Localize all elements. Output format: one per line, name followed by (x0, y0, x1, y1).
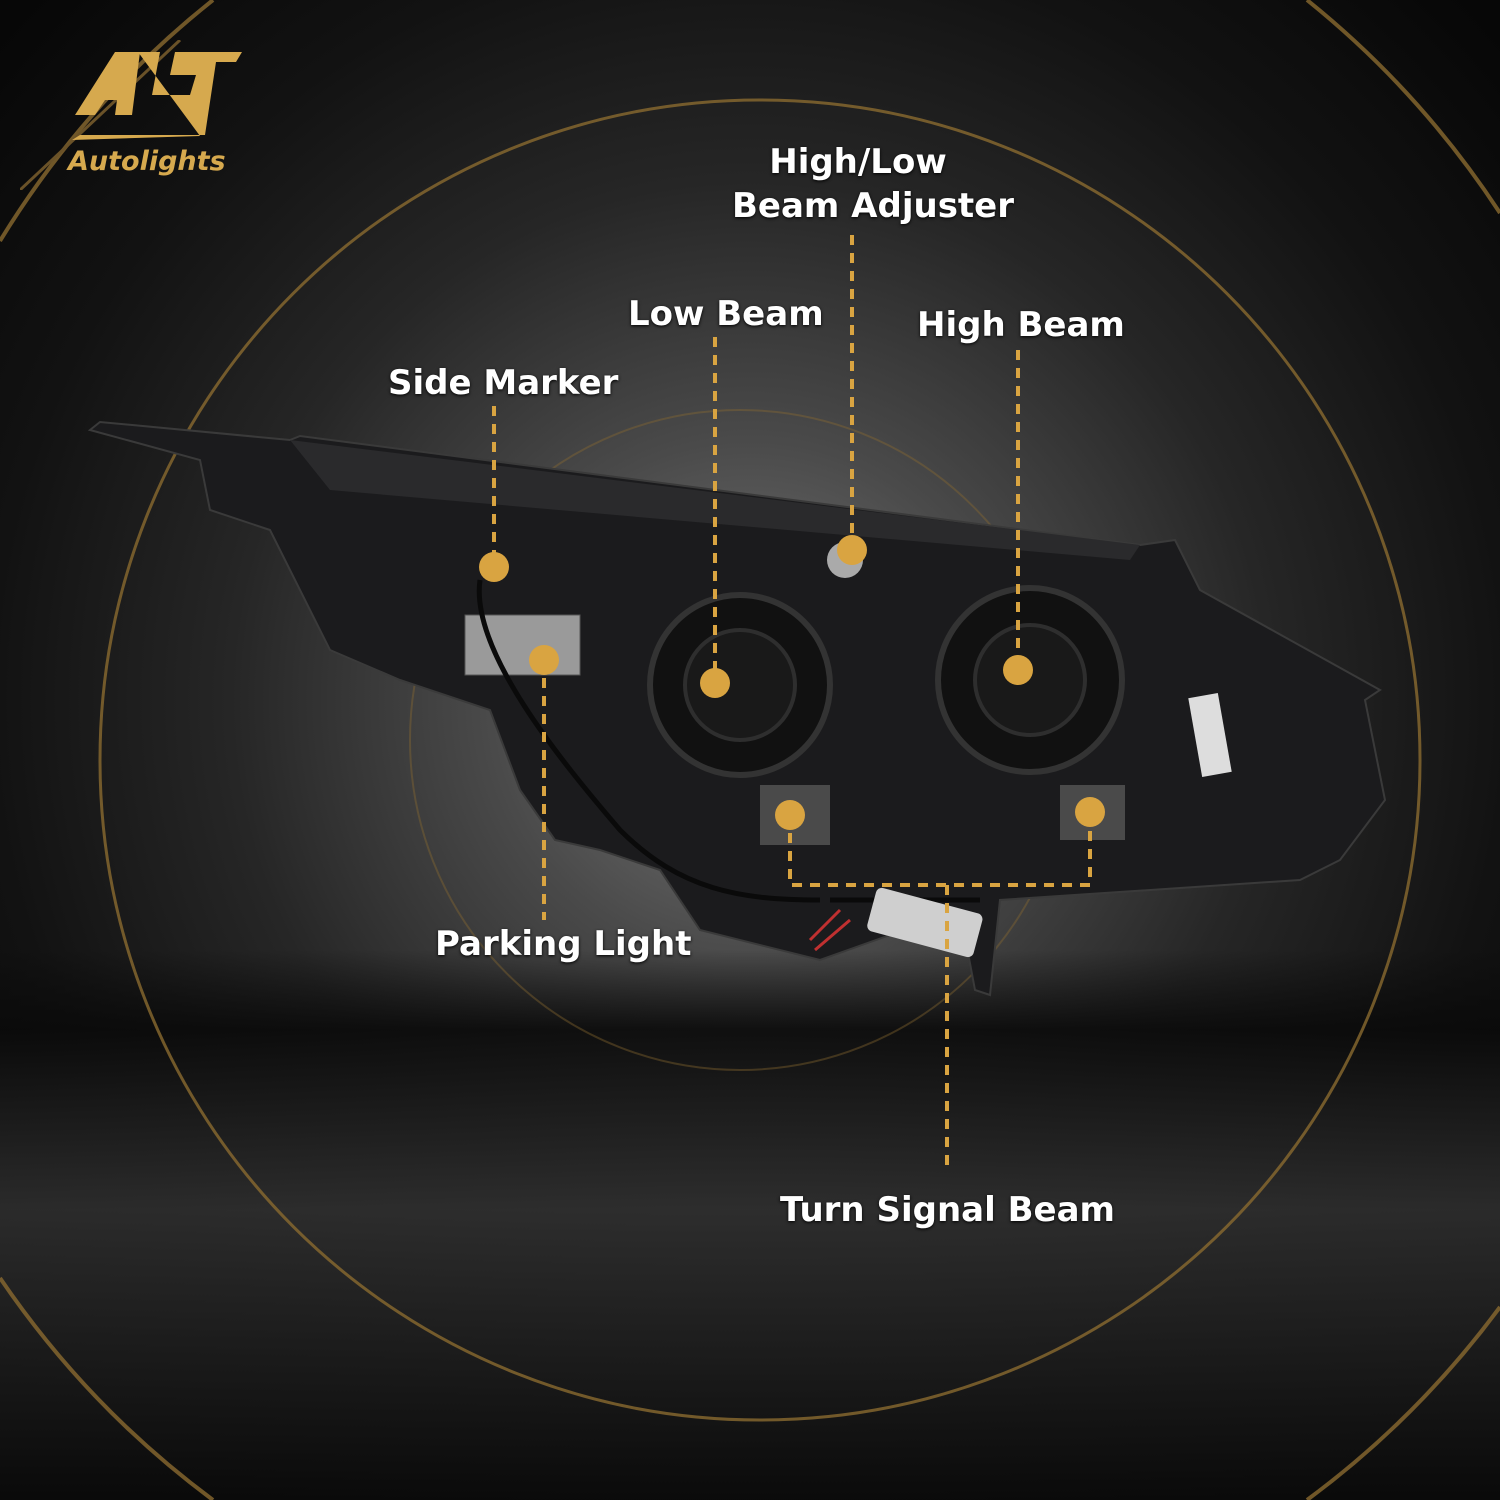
headlight-housing (87, 420, 1387, 997)
turn-signal-bracket (788, 812, 1092, 887)
adjuster-label-line2: Beam Adjuster (732, 186, 1015, 227)
parking-light-label: Parking Light (435, 924, 692, 964)
side-marker-label: Side Marker (388, 363, 619, 403)
logo-mark-icon (20, 40, 242, 190)
floor-reflection (0, 950, 1500, 1500)
turn-signal-dot-right (1075, 797, 1105, 827)
adjuster-dot (837, 535, 867, 565)
high-beam-label: High Beam (917, 305, 1125, 345)
brand-name: Autolights (68, 146, 226, 177)
turn-signal-dot-left (775, 800, 805, 830)
leader-lines (492, 235, 1092, 1165)
outer-ring (98, 98, 1422, 1422)
low-beam-label: Low Beam (628, 294, 824, 334)
far-ring-bottom-right (1305, 1305, 1500, 1500)
parking-light-dot (529, 645, 559, 675)
brand-logo: Autolights (20, 40, 260, 190)
marker-dots (479, 535, 1105, 830)
far-ring-bottom-left (0, 1276, 215, 1500)
side-marker-dot (479, 552, 509, 582)
turn-signal-label: Turn Signal Beam (780, 1190, 1115, 1230)
wiring (476, 579, 821, 903)
far-ring-top-right (1305, 0, 1500, 215)
high-beam-dot (1003, 655, 1033, 685)
adjuster-label: High/Low Beam Adjuster (732, 140, 1015, 228)
low-beam-dot (700, 668, 730, 698)
connector-plug (867, 887, 983, 958)
adjuster-label-line1: High/Low (769, 142, 947, 182)
